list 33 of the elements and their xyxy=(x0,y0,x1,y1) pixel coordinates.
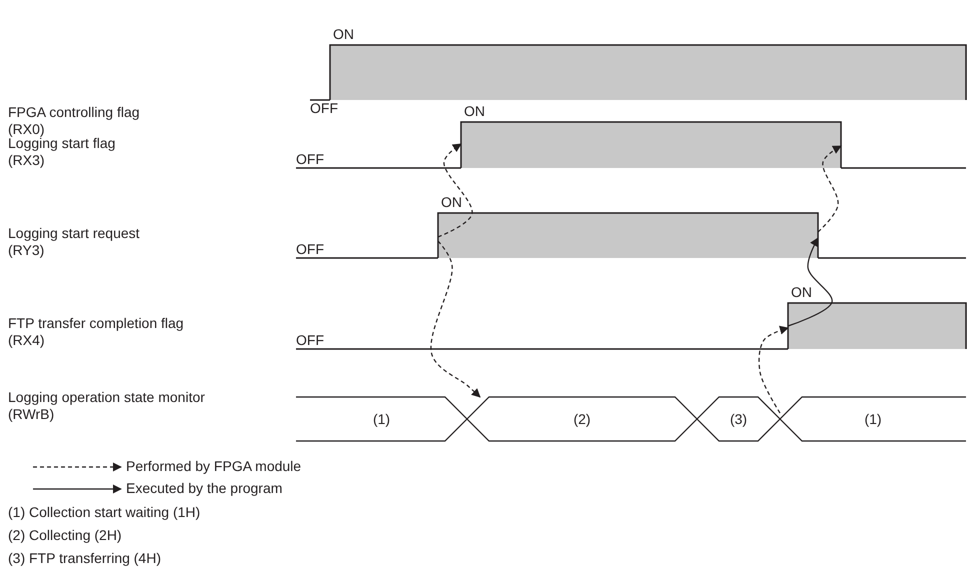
state-label: ON xyxy=(441,194,462,210)
state-segment xyxy=(780,397,966,441)
arrow xyxy=(438,144,473,238)
legend-text: Executed by the program xyxy=(126,480,282,497)
arrow xyxy=(788,237,833,327)
signal-name: FTP transfer completion flag (RX4) xyxy=(8,315,185,349)
state-segment xyxy=(296,397,467,441)
state-label: ON xyxy=(464,103,485,119)
signal-line xyxy=(310,99,330,101)
state-number: (3) xyxy=(730,411,748,427)
state-segment xyxy=(697,397,780,441)
signal-line xyxy=(296,348,788,350)
state-legend-note: (2) Collecting (2H) xyxy=(8,527,122,544)
signal-name: Logging start request (RY3) xyxy=(8,225,141,259)
arrow xyxy=(430,240,481,398)
state-label: ON xyxy=(791,284,812,300)
arrow xyxy=(818,145,842,232)
state-number: (1) xyxy=(372,411,390,427)
state-segment xyxy=(467,397,697,441)
signal-line xyxy=(296,257,438,259)
state-legend-note: (1) Collection start waiting (1H) xyxy=(8,504,200,521)
level-label: OFF xyxy=(296,332,326,349)
state-legend-note: (3) FTP transferring (4H) xyxy=(8,550,161,567)
legend-text: Performed by FPGA module xyxy=(126,458,302,475)
level-label: OFF xyxy=(310,100,340,117)
signal-name: FPGA controlling flag (RX0) xyxy=(8,104,141,138)
signal-line xyxy=(296,167,461,169)
signal-name: Logging operation state monitor (RWrB) xyxy=(8,389,206,423)
state-number: (1) xyxy=(864,411,882,427)
state-label: ON xyxy=(333,26,354,42)
level-label: OFF xyxy=(296,241,326,258)
state-number: (2) xyxy=(573,411,591,427)
level-label: OFF xyxy=(296,151,326,168)
